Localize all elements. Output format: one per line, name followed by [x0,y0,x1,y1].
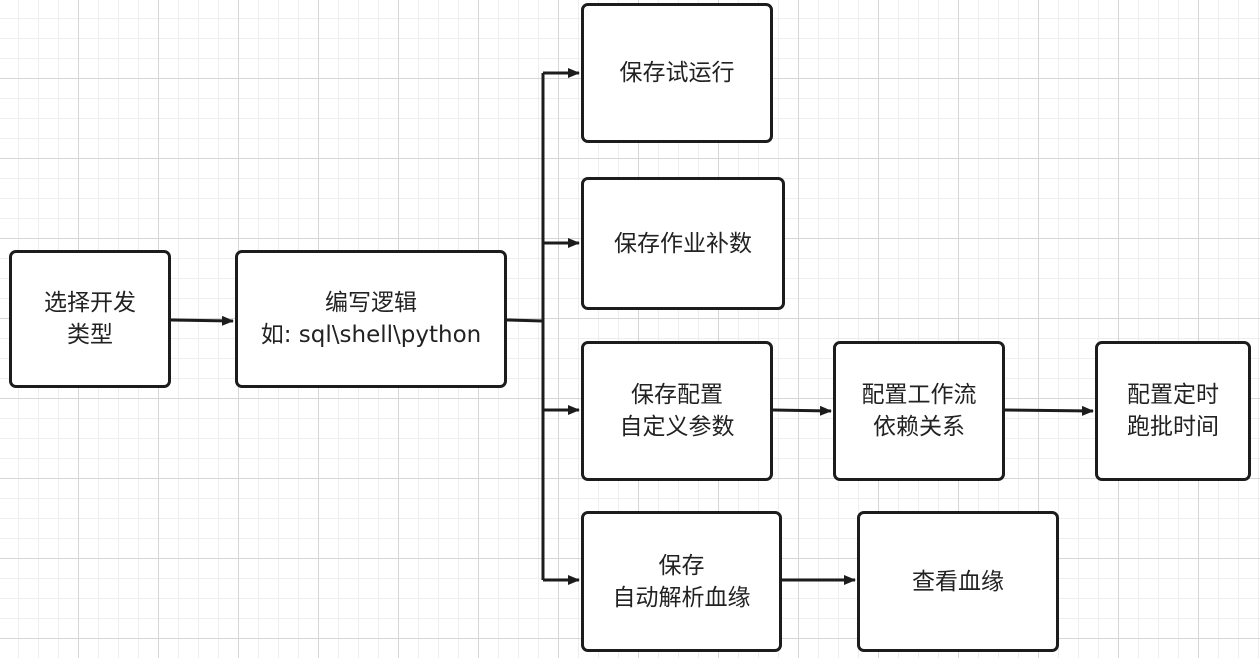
node-save-test-run: 保存试运行 [581,3,773,143]
node-save-lineage-label: 保存 自动解析血缘 [612,552,751,611]
edge-workflow-deps-to-schedule-time [1004,405,1094,416]
node-schedule-time-label: 配置定时 跑批时间 [1127,382,1219,440]
node-save-backfill: 保存作业补数 [581,177,785,310]
node-workflow-deps-label: 配置工作流 依赖关系 [861,382,977,440]
edge-save-config-to-workflow-deps [772,405,832,416]
node-view-lineage: 查看血缘 [857,511,1059,652]
node-save-backfill-label: 保存作业补数 [614,230,752,257]
edge-select-type-to-write-logic [170,315,234,326]
node-save-config: 保存配置 自定义参数 [581,341,773,481]
node-view-lineage-label: 查看血缘 [912,568,1004,595]
node-write-logic: 编写逻辑 如: sql\shell\python [235,250,507,388]
node-select-type: 选择开发 类型 [9,250,171,388]
node-schedule-time: 配置定时 跑批时间 [1095,341,1251,481]
node-save-test-run-label: 保存试运行 [619,60,735,86]
edge-write-logic-to-branch [506,318,544,323]
node-save-lineage: 保存 自动解析血缘 [581,511,782,652]
node-workflow-deps: 配置工作流 依赖关系 [833,341,1005,481]
node-save-config-label: 保存配置 自定义参数 [619,382,735,440]
node-select-type-label: 选择开发 类型 [44,290,136,348]
node-write-logic-label: 编写逻辑 如: sql\shell\python [260,290,482,348]
